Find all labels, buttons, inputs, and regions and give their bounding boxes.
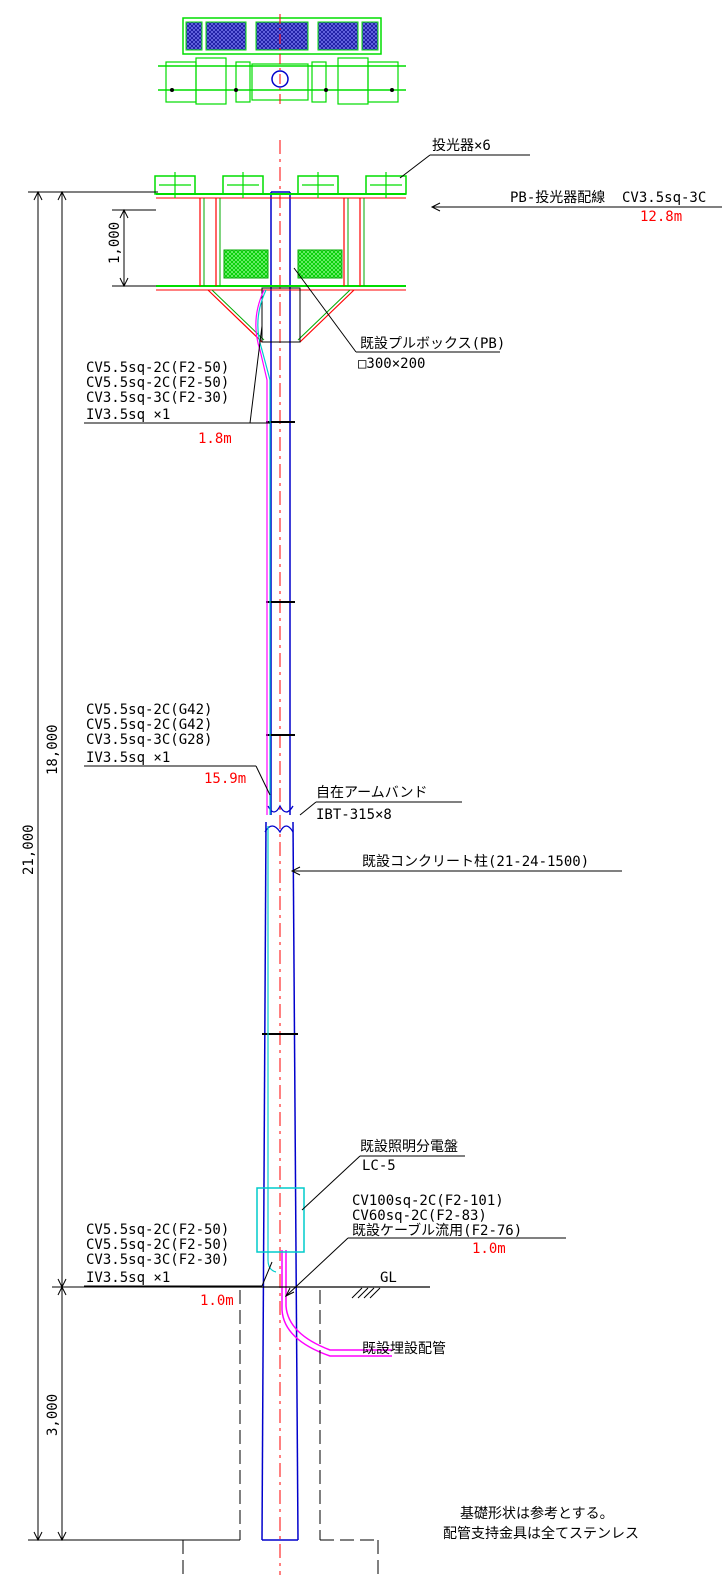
label-low-cable-3: CV3.5sq-3C(F2-30) — [86, 1252, 229, 1268]
label-panel-id: LC-5 — [362, 1158, 396, 1174]
label-mid-cable-4: IV3.5sq ×1 — [86, 750, 170, 766]
label-mid-length: 15.9m — [204, 771, 246, 787]
label-feed-length: 1.0m — [472, 1241, 506, 1257]
label-upper-cable-2: CV5.5sq-2C(F2-50) — [86, 375, 229, 391]
label-panel: 既設照明分電盤 — [360, 1139, 458, 1155]
dim-3000: 3,000 — [45, 1394, 61, 1436]
projector-frame — [154, 172, 407, 343]
distribution-panel — [256, 1187, 305, 1253]
label-armband-spec: IBT-315×8 — [316, 807, 392, 823]
leader-lines — [84, 154, 722, 1298]
label-conduit: 既設埋設配管 — [362, 1341, 446, 1357]
label-gl: GL — [380, 1270, 397, 1286]
label-upper-cable-1: CV5.5sq-2C(F2-50) — [86, 360, 229, 376]
note-2: 配管支持金具は全てステンレス — [443, 1525, 639, 1542]
label-mid-cable-2: CV5.5sq-2C(G42) — [86, 717, 212, 733]
dimension-labels: 1,000 18,000 21,000 3,000 — [21, 222, 123, 1436]
label-upper-cable-3: CV3.5sq-3C(F2-30) — [86, 390, 229, 406]
label-pb-wiring-length: 12.8m — [640, 209, 682, 225]
label-mid-cable-1: CV5.5sq-2C(G42) — [86, 702, 212, 718]
label-pole: 既設コンクリート柱(21-24-1500) — [362, 854, 589, 870]
dim-18000: 18,000 — [45, 724, 61, 775]
dimension-lines — [28, 190, 240, 1542]
concrete-pole — [261, 140, 299, 1575]
label-upper-cable-4: IV3.5sq ×1 — [86, 407, 170, 423]
label-armband: 自在アームバンド — [316, 785, 427, 801]
label-mid-cable-3: CV3.5sq-3C(G28) — [86, 732, 212, 748]
label-low-cable-2: CV5.5sq-2C(F2-50) — [86, 1237, 229, 1253]
cables — [255, 289, 392, 1357]
label-feed-cable-2: CV60sq-2C(F2-83) — [352, 1208, 487, 1224]
label-pullbox: 既設プルボックス(PB) — [360, 336, 505, 352]
label-pb-wiring-cable: CV3.5sq-3C — [622, 190, 706, 206]
top-plan-view — [158, 14, 406, 108]
dim-1000: 1,000 — [107, 222, 123, 264]
projector-fixtures — [154, 172, 407, 198]
label-feed-cable-3: 既設ケーブル流用(F2-76) — [352, 1222, 522, 1239]
ground-foundation — [182, 1286, 430, 1575]
label-upper-length: 1.8m — [198, 431, 232, 447]
dim-21000: 21,000 — [21, 824, 37, 875]
label-projector: 投光器×6 — [432, 138, 491, 154]
label-low-cable-1: CV5.5sq-2C(F2-50) — [86, 1222, 229, 1238]
labels: 投光器×6 PB-投光器配線 CV3.5sq-3C 12.8m 既設プルボックス… — [86, 138, 706, 1542]
label-feed-cable-1: CV100sq-2C(F2-101) — [352, 1193, 504, 1209]
note-1: 基礎形状は参考とする。 — [460, 1505, 614, 1522]
label-low-cable-4: IV3.5sq ×1 — [86, 1270, 170, 1286]
label-pullbox-size: □300×200 — [358, 356, 425, 372]
label-low-length: 1.0m — [200, 1293, 234, 1309]
label-pb-wiring: PB-投光器配線 — [510, 190, 605, 206]
